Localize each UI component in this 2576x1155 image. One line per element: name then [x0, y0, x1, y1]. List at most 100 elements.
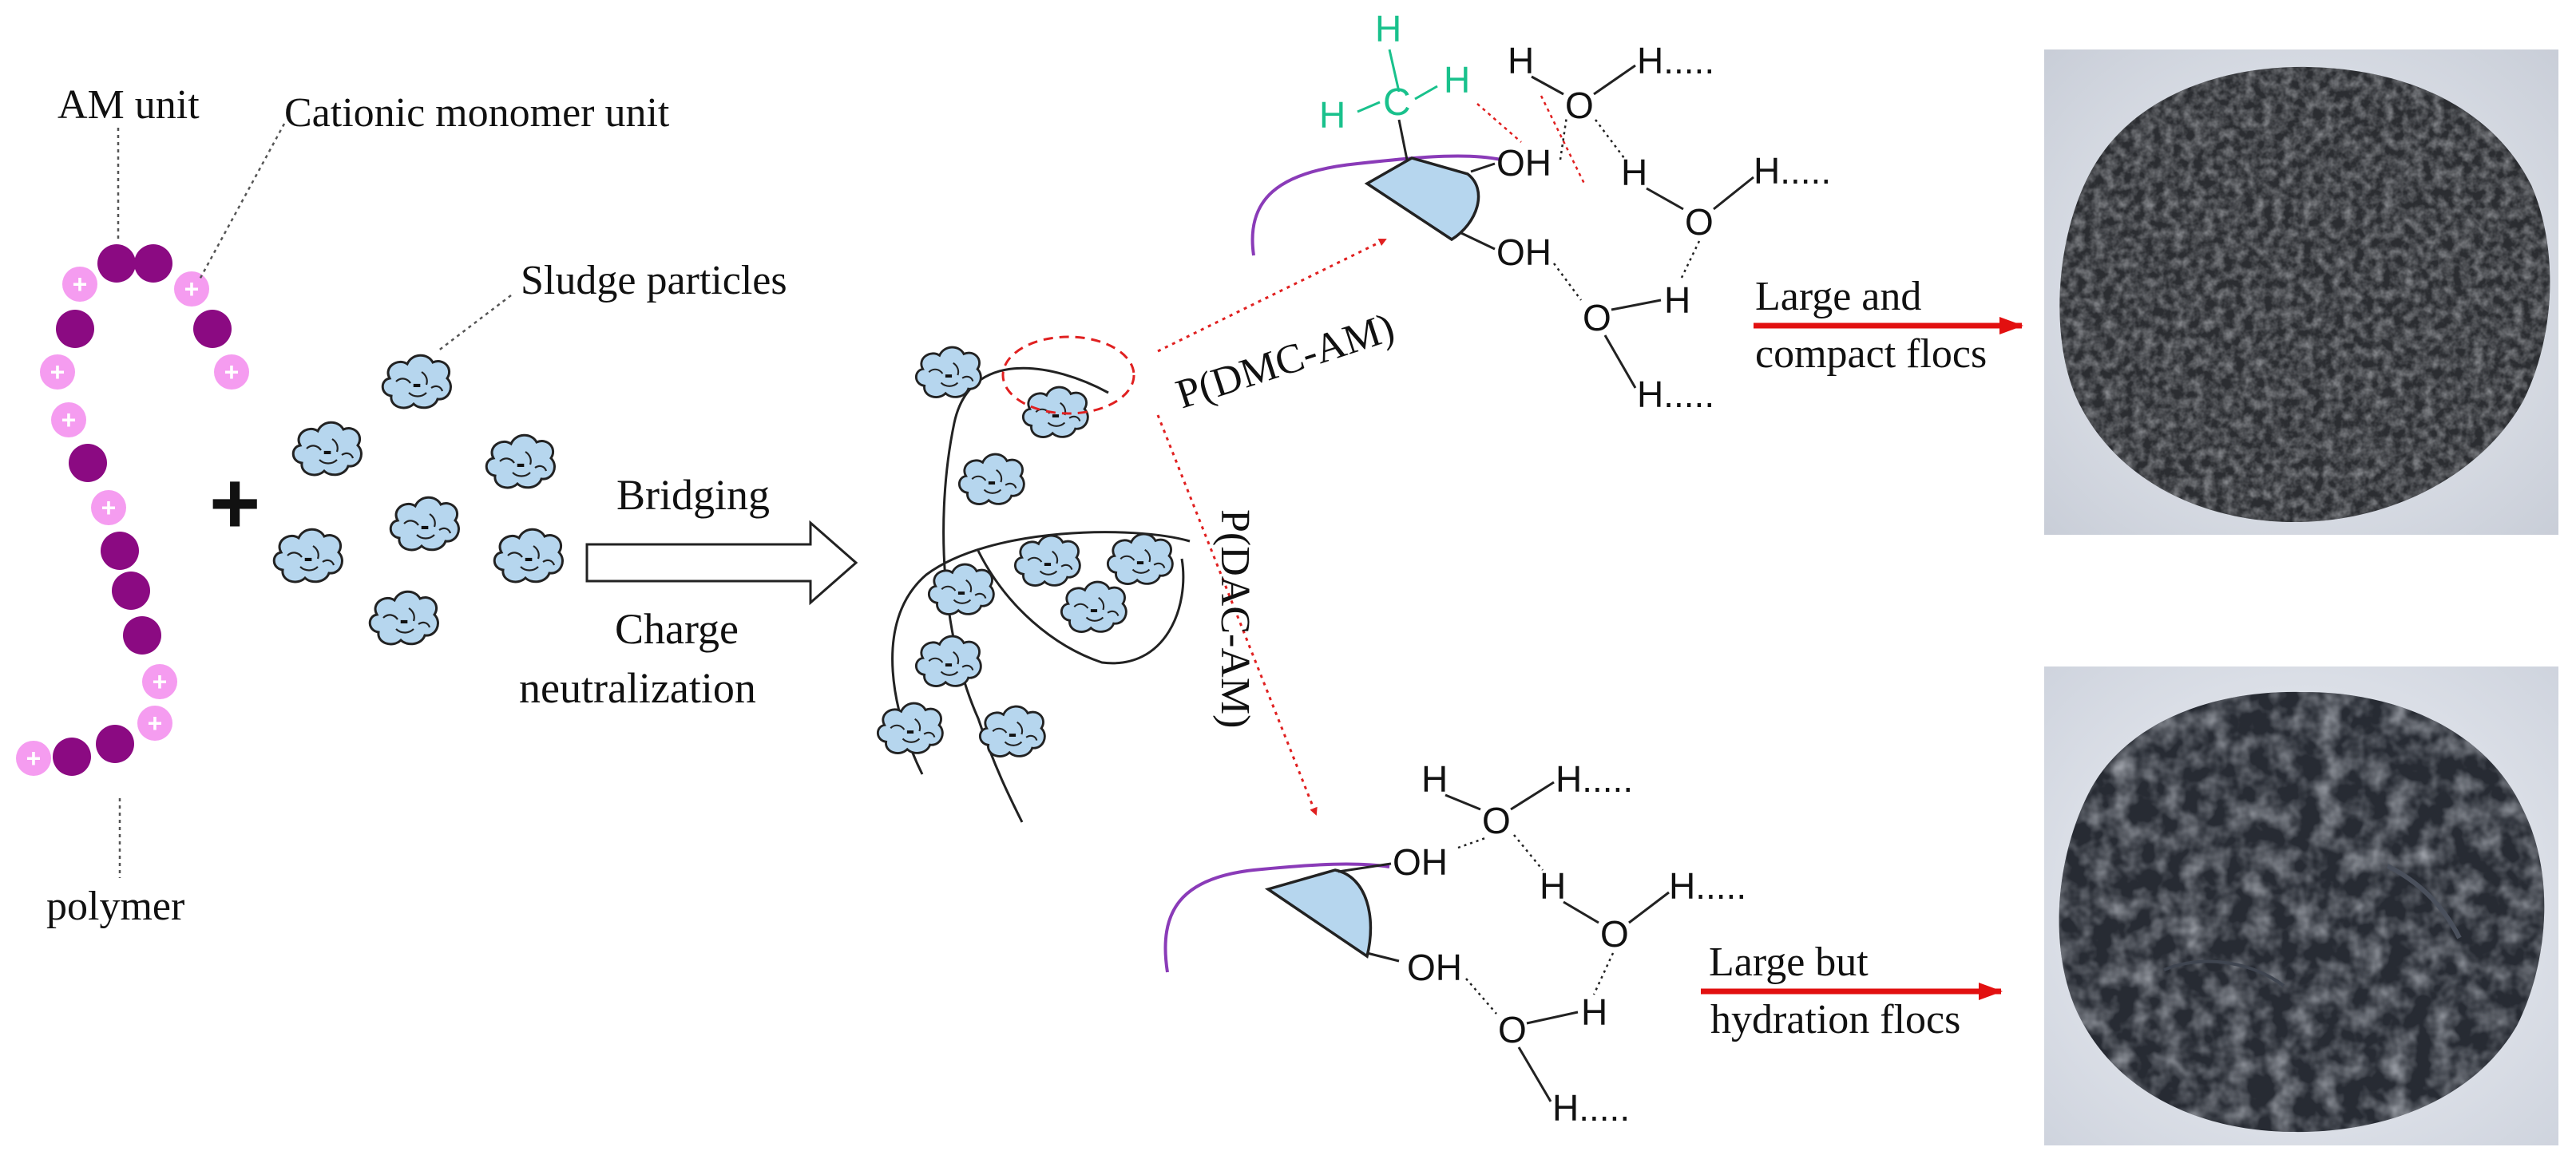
polymer-label: polymer	[46, 884, 184, 929]
water1-bond-right	[1593, 64, 1636, 96]
dac-am-label: P(DAC-AM)	[1212, 509, 1258, 728]
plus-charge-icon: +	[148, 709, 163, 738]
sludge-particle: -	[485, 433, 556, 489]
am-unit-label: AM unit	[57, 82, 200, 128]
methyl-hydrogen-right: H	[1444, 59, 1470, 101]
bridging-label: Bridging	[616, 471, 770, 519]
water2-bond-left	[1646, 187, 1684, 211]
water3-h-chain: H.....	[1637, 374, 1714, 415]
negative-charge-icon: -	[945, 649, 953, 678]
dac-polymer-tail	[1163, 862, 1390, 973]
water2-h-left: H	[1621, 152, 1647, 193]
dmc-hydroxyl-2: OH	[1496, 231, 1552, 273]
cationic-unit: +	[51, 402, 86, 437]
sludge-particle: -	[1106, 532, 1174, 585]
water2-h-chain: H.....	[1754, 150, 1831, 192]
negative-charge-icon: -	[1052, 400, 1060, 429]
plus-charge-icon: +	[73, 270, 88, 299]
cationic-unit: +	[62, 267, 97, 302]
am-unit	[96, 725, 134, 763]
negative-charge-icon: -	[1090, 595, 1099, 623]
negative-charge-icon: -	[303, 543, 312, 573]
water5-bond-right	[1628, 891, 1670, 924]
water1-oxygen: O	[1565, 85, 1594, 126]
result-bottom-line1: Large but	[1709, 939, 1869, 985]
dac-hydroxyl-1: OH	[1393, 841, 1448, 883]
result-bottom-line2: hydration flocs	[1710, 997, 1960, 1042]
cationic-unit: +	[40, 354, 75, 390]
sludge-leader	[437, 295, 512, 352]
methyl-h-bond-left	[1357, 101, 1381, 113]
cationic-leader	[198, 123, 286, 280]
cationic-unit: +	[214, 354, 249, 390]
dmc-am-label: P(DMC-AM)	[1171, 305, 1400, 418]
negative-charge-icon: -	[957, 577, 966, 606]
hbond-3	[1552, 263, 1583, 301]
hydration-floc-photo	[2044, 666, 2558, 1145]
hindrance-line-2	[1540, 95, 1587, 186]
negative-charge-icon: -	[1044, 548, 1052, 577]
sludge-particle: -	[876, 702, 944, 754]
plus-charge-icon: +	[26, 744, 42, 773]
negative-charge-icon: -	[988, 467, 997, 496]
water4-bond-left	[1445, 793, 1481, 811]
dmc-oh-bond-1	[1470, 162, 1496, 173]
water4-h-left: H	[1421, 758, 1448, 800]
am-unit	[56, 310, 94, 348]
dmc-molecule: C H H H OH OH H O H..... H O H..... O H …	[1250, 8, 1831, 415]
loose-particles: -------	[272, 354, 564, 646]
am-unit	[69, 444, 107, 482]
sludge-particles-label: Sludge particles	[521, 258, 787, 303]
water1-h-chain: H.....	[1637, 40, 1714, 81]
bridge-chain-3	[977, 550, 1185, 665]
am-unit	[53, 738, 91, 776]
polymer-chain: +++++++++	[16, 244, 249, 776]
water2-bond-right	[1713, 176, 1754, 211]
water6-h-chain: H.....	[1552, 1087, 1630, 1129]
cationic-unit: +	[91, 490, 126, 525]
water6-bond-right	[1526, 1011, 1579, 1025]
bridge-chain-1	[942, 366, 1109, 823]
result-top-line1: Large and	[1755, 274, 1921, 319]
methyl-bond	[1397, 119, 1409, 160]
water3-bond-down	[1603, 334, 1637, 389]
am-unit	[97, 244, 136, 283]
hbond-7	[1465, 978, 1497, 1015]
water5-h-left: H	[1540, 865, 1566, 907]
sludge-particle: -	[1060, 580, 1127, 633]
dmc-pathway-arrow	[1157, 238, 1387, 353]
dac-hydroxyl-2: OH	[1407, 947, 1462, 988]
am-unit	[101, 532, 139, 570]
water1-bond-left	[1531, 75, 1564, 96]
sludge-particle: -	[914, 346, 982, 398]
dac-oh-bond-2	[1366, 951, 1400, 963]
dmc-oh-bond-2	[1460, 231, 1496, 251]
sludge-particle: -	[914, 635, 982, 687]
negative-charge-icon: -	[399, 605, 408, 635]
plus-charge-icon: +	[184, 275, 200, 303]
water4-h-chain: H.....	[1556, 758, 1633, 800]
water4-bond-right	[1510, 781, 1555, 811]
water3-bond-right	[1611, 299, 1662, 311]
sludge-particle: -	[957, 453, 1025, 505]
water5-oxygen: O	[1600, 913, 1629, 955]
methyl-hydrogen-left: H	[1319, 94, 1345, 136]
neutralization-label: neutralization	[519, 664, 756, 712]
cationic-unit: +	[174, 271, 209, 307]
hbond-5	[1457, 837, 1486, 849]
cationic-monomer-label: Cationic monomer unit	[284, 90, 670, 136]
dac-oh-bond-1	[1338, 862, 1392, 873]
dmc-hydroxyl-1: OH	[1496, 142, 1552, 184]
dac-wedge	[1264, 868, 1373, 959]
negative-charge-icon: -	[412, 369, 421, 399]
water5-h-chain: H.....	[1669, 865, 1746, 907]
negative-charge-icon: -	[906, 716, 915, 745]
sludge-particle: -	[493, 528, 564, 583]
sludge-particle: -	[389, 496, 460, 552]
negative-charge-icon: -	[1136, 547, 1145, 576]
am-unit	[193, 310, 232, 348]
sludge-particle: -	[272, 528, 343, 583]
hbond-2	[1595, 119, 1625, 159]
hbond-8	[1592, 952, 1615, 995]
dmc-polymer-tail	[1250, 154, 1502, 256]
